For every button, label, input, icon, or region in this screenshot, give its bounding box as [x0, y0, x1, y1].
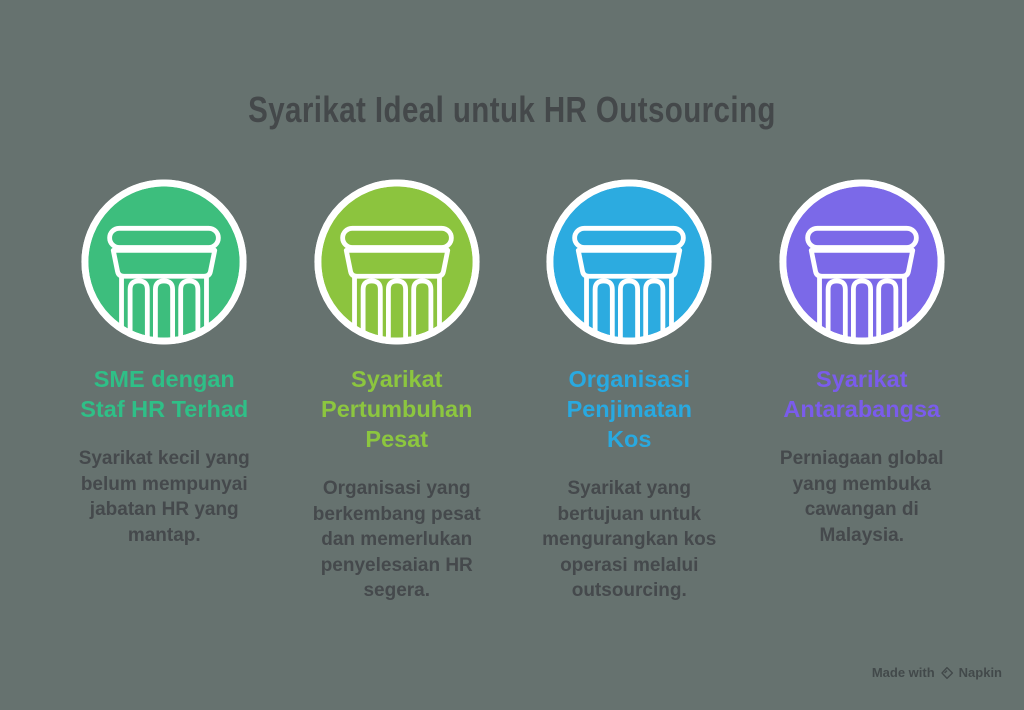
napkin-icon: [940, 666, 954, 680]
pillar-icon: [311, 176, 483, 348]
card-description: Perniagaan global yang membuka cawangan …: [779, 448, 944, 546]
pillar-icon: [78, 176, 250, 348]
card-description: Organisasi yang berkembang pesat dan mem…: [312, 478, 481, 601]
pillar-icon: [776, 176, 948, 348]
card-title: Organisasi Penjimatan Kos: [566, 366, 692, 452]
card-title: SME dengan Staf HR Terhad: [80, 366, 249, 422]
card-syarikat-pertumbuhan-pesat: Syarikat Pertumbuhan Pesat Organisasi ya…: [281, 176, 514, 604]
watermark-prefix: Made with: [871, 665, 935, 680]
page-title: Syarikat Ideal untuk HR Outsourcing: [248, 89, 776, 131]
card-syarikat-antarabangsa: Syarikat Antarabangsa Perniagaan global …: [746, 176, 979, 604]
watermark: Made with Napkin: [872, 665, 1002, 680]
card-sme-staf-hr-terhad: SME dengan Staf HR Terhad Syarikat kecil…: [48, 176, 281, 604]
pillar-icon: [543, 176, 715, 348]
card-description: Syarikat yang bertujuan untuk mengurangk…: [542, 478, 717, 601]
card-organisasi-penjimatan-kos: Organisasi Penjimatan Kos Syarikat yang …: [513, 176, 746, 604]
card-title: Syarikat Pertumbuhan Pesat: [321, 366, 473, 452]
columns-row: SME dengan Staf HR Terhad Syarikat kecil…: [48, 176, 978, 604]
watermark-brand: Napkin: [958, 665, 1002, 680]
card-title: Syarikat Antarabangsa: [783, 366, 941, 422]
card-description: Syarikat kecil yang belum mempunyai jaba…: [78, 448, 250, 546]
